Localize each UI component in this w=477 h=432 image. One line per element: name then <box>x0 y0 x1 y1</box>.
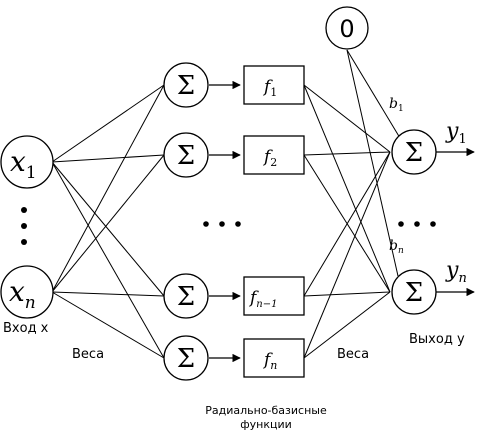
output-sum-node-1: Σ <box>391 129 437 175</box>
input-node-x1: x1 <box>0 135 54 189</box>
bias-node: 0 <box>325 6 369 50</box>
svg-text:Σ: Σ <box>405 278 423 308</box>
rbf-caption-line2: функции <box>240 418 292 431</box>
bias-label-b1: b1 <box>389 96 404 114</box>
weights-right-caption: Веса <box>337 347 369 362</box>
bias-connections <box>346 49 401 277</box>
hidden-sum-node-3: Σ <box>163 273 209 319</box>
bias-label-bn: bn <box>389 238 404 256</box>
weights-left-caption: Веса <box>72 347 104 362</box>
svg-text:f1: f1 <box>262 77 277 99</box>
output-sum-node-n: Σ <box>391 269 437 315</box>
svg-text:Σ: Σ <box>177 344 195 374</box>
svg-text:Σ: Σ <box>177 282 195 312</box>
rbf-caption-line1: Радиально-базисные <box>205 404 327 417</box>
svg-text:fn−1: fn−1 <box>248 288 277 310</box>
svg-text:Σ: Σ <box>177 71 195 101</box>
hidden-ellipsis <box>203 221 241 227</box>
rbf-box-fn: fn <box>243 338 305 378</box>
output-weights-connections <box>303 84 391 359</box>
hidden-sum-node-2: Σ <box>163 132 209 178</box>
input-node-xn: xn <box>0 265 54 319</box>
hidden-sum-node-4: Σ <box>163 335 209 381</box>
svg-text:x1: x1 <box>10 145 37 183</box>
rbf-box-fn-1: fn−1 <box>243 276 305 316</box>
output-ellipsis <box>398 221 436 227</box>
svg-text:f2: f2 <box>262 147 277 169</box>
hidden-sum-node-1: Σ <box>163 62 209 108</box>
output-caption: Выход y <box>409 332 465 347</box>
rbf-box-f1: f1 <box>243 65 305 105</box>
output-arrows <box>436 147 475 297</box>
input-weights-connections <box>51 84 165 359</box>
output-label-yn: yn <box>445 258 467 286</box>
input-ellipsis <box>21 207 27 245</box>
output-label-y1: y1 <box>445 119 467 147</box>
svg-text:xn: xn <box>9 275 36 313</box>
svg-text:fn: fn <box>262 350 277 372</box>
rbf-box-f2: f2 <box>243 135 305 175</box>
svg-text:Σ: Σ <box>405 138 423 168</box>
input-caption: Вход x <box>3 321 49 336</box>
sum-to-rbf-arrows <box>209 80 241 363</box>
svg-text:0: 0 <box>339 15 354 43</box>
svg-text:Σ: Σ <box>177 141 195 171</box>
